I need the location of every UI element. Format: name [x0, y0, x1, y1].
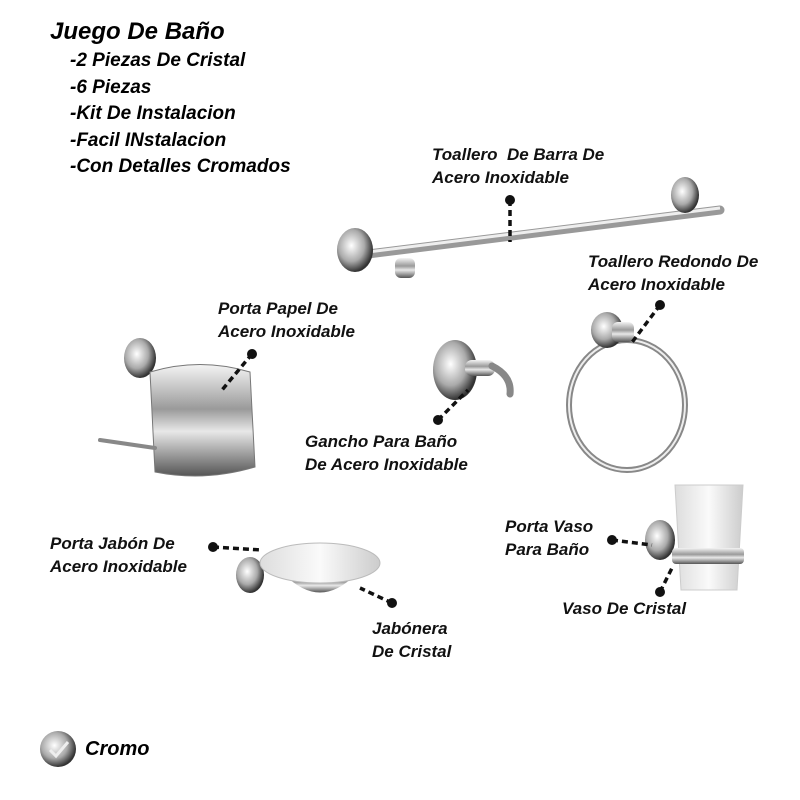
feature-list: -2 Piezas De Cristal -6 Piezas -Kit De I… [70, 48, 291, 181]
feature-item: -6 Piezas [70, 76, 152, 98]
label-line: De Acero Inoxidable [305, 455, 468, 474]
glass-label: Vaso De Cristal [562, 597, 686, 620]
label-line: Para Baño [505, 540, 590, 559]
label-line: Jabónera [372, 619, 448, 638]
cup-holder-image [645, 484, 744, 591]
label-line: Acero Inoxidable [218, 322, 355, 341]
leader-dots [208, 195, 665, 608]
paper-holder-image [98, 338, 256, 477]
feature-item: -Facil INstalacion [70, 129, 227, 151]
label-line: Acero Inoxidable [588, 275, 725, 294]
finish-label: Cromo [85, 738, 150, 760]
page-title: Juego De Baño [50, 18, 225, 45]
label-line: Acero Inoxidable [50, 557, 187, 576]
soap-dish-label: Jabónera De Cristal [372, 617, 451, 663]
hook-label: Gancho Para Baño De Acero Inoxidable [305, 430, 468, 476]
towel-bar-label: Toallero De Barra De Acero Inoxidable [432, 143, 604, 189]
towel-ring-image [566, 312, 688, 473]
feature-item: -Kit De Instalacion [70, 103, 236, 124]
label-line: Porta Papel De [218, 299, 338, 318]
label-line: De Cristal [372, 642, 452, 661]
label-line: Acero Inoxidable [432, 168, 569, 187]
feature-item: -Con Detalles Cromados [70, 156, 291, 177]
feature-item: -2 Piezas De Cristal [70, 50, 246, 71]
soap-holder-label: Porta Jabón De Acero Inoxidable [50, 532, 187, 578]
paper-holder-label: Porta Papel De Acero Inoxidable [218, 297, 355, 343]
hook-image [433, 340, 514, 400]
label-line: Gancho Para Baño [305, 432, 458, 451]
soap-dish-image [236, 542, 381, 593]
towel-ring-label: Toallero Redondo De Acero Inoxidable [588, 250, 758, 296]
label-line: Vaso De Cristal [562, 599, 687, 618]
towel-bar-image [337, 177, 725, 278]
chrome-swatch-icon [40, 731, 76, 767]
label-line: Porta Jabón De [50, 534, 175, 553]
label-line: Toallero Redondo De [588, 252, 759, 271]
label-line: Toallero De Barra De [432, 145, 605, 164]
label-line: Porta Vaso [505, 517, 594, 536]
